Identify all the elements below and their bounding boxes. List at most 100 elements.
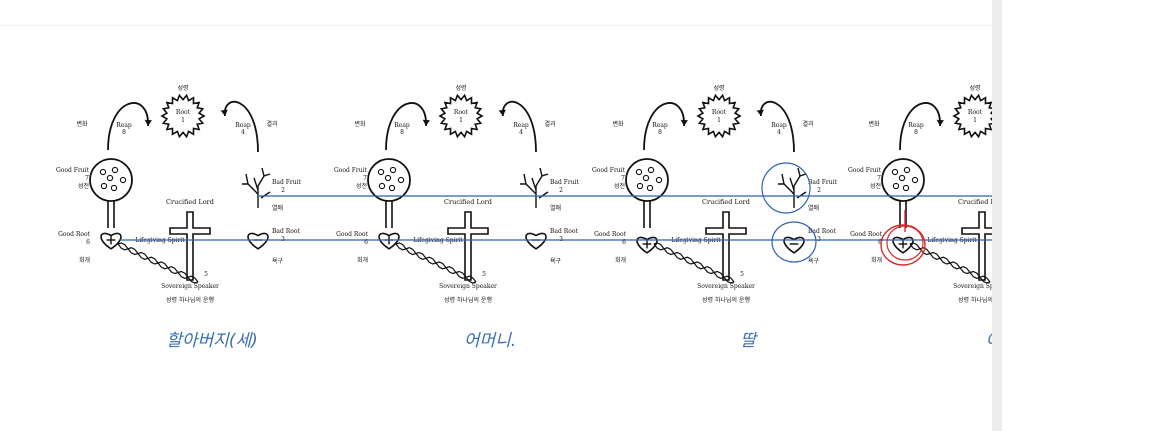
cross: [961, 211, 992, 281]
good-root-label: Good Root: [336, 231, 369, 238]
red-circle-good-root: [880, 224, 926, 266]
left-curve-arrow: [107, 102, 149, 151]
dna-helix-2: [117, 242, 199, 284]
fruit-3: [397, 176, 405, 184]
left-curve-arrow-head: [680, 119, 688, 126]
bottom-ko-label: 성령 하나님의 운행: [702, 296, 750, 304]
fruit-6: [898, 174, 906, 182]
handwritten-caption: 딸: [740, 331, 758, 351]
handwritten-caption: 아들.: [986, 331, 992, 351]
bad-fruit-tree: [778, 167, 807, 208]
sovereign-label: Sovereign Speaker: [439, 283, 497, 290]
root-label-ko: 성령: [713, 84, 724, 92]
fruit-2: [111, 166, 119, 174]
left-reap-label: Reap: [116, 122, 132, 129]
sovereign-label: Sovereign Speaker: [953, 283, 992, 290]
fruit-6: [384, 174, 392, 182]
right-curve-label-ko: 결과: [802, 120, 814, 128]
root-name: Root: [968, 109, 983, 116]
cross: [705, 211, 747, 281]
cross: [447, 211, 489, 281]
root-label-ko: 성령: [969, 84, 980, 92]
bad-fruit-tree: [520, 167, 549, 208]
sovereign-number: 5: [482, 271, 486, 278]
left-curve-arrow-head: [422, 119, 430, 126]
right-reap-number: 4: [777, 129, 781, 136]
fruit-1: [99, 168, 107, 176]
right-curve-arrow: [502, 100, 537, 153]
fruit-3: [119, 176, 127, 184]
fruit-4: [892, 182, 900, 190]
fruit-5: [388, 184, 396, 192]
fruit-1: [891, 168, 899, 176]
right-curve-arrow-head: [498, 109, 506, 116]
cross: [169, 211, 211, 281]
good-fruit-ko: 성전: [614, 182, 625, 190]
fruit-5: [902, 184, 910, 192]
right-reap-number: 4: [241, 129, 245, 136]
bottom-ko-label: 성령 하나님의 운행: [166, 296, 214, 304]
cross-label: Crucified Lord: [444, 198, 492, 206]
good-fruit-number: 7: [621, 175, 625, 182]
left-reap-number: 8: [400, 129, 404, 136]
fruit-2: [389, 166, 397, 174]
left-reap-label: Reap: [908, 122, 924, 129]
vertical-scrollbar[interactable]: [992, 0, 1002, 431]
bad-root-label: Bad Root: [272, 228, 300, 235]
bad-root-ko: 욕구: [808, 258, 820, 265]
handwritten-caption: 할아버지(세): [166, 331, 257, 351]
left-curve-arrow-head: [144, 119, 152, 126]
bad-fruit-tree: [242, 167, 271, 208]
fruit-1: [377, 168, 385, 176]
handwritten-caption: 어머니.: [464, 331, 516, 351]
dna-helix-2: [653, 242, 735, 284]
right-reap-number: 4: [519, 129, 523, 136]
root-number: 1: [717, 117, 721, 124]
fruit-5: [110, 184, 118, 192]
dna-helix-2: [395, 242, 477, 284]
bad-fruit-number: 2: [817, 187, 821, 194]
right-curve-arrow: [760, 100, 795, 153]
left-curve-label-ko: 변화: [612, 120, 624, 128]
fruit-3: [911, 176, 919, 184]
good-fruit-label: Good Fruit: [56, 167, 90, 174]
bad-root-heart: [247, 232, 269, 250]
left-reap-number: 8: [658, 129, 662, 136]
fruit-2: [647, 166, 655, 174]
sovereign-label: Sovereign Speaker: [697, 283, 755, 290]
right-curve-arrow-head: [756, 109, 764, 116]
cross-label: Crucified Lord: [958, 198, 992, 206]
good-fruit-ko: 성전: [78, 182, 89, 190]
root-sun: [438, 93, 484, 139]
good-root-number: 6: [86, 239, 90, 246]
fruit-4: [378, 182, 386, 190]
bad-root-ko: 욕구: [550, 258, 562, 265]
good-root-ko: 회개: [871, 256, 882, 264]
left-curve-label-ko: 변화: [76, 120, 88, 128]
left-curve-arrow: [385, 102, 427, 151]
root-name: Root: [176, 109, 191, 116]
root-number: 1: [973, 117, 977, 124]
bad-fruit-ko: 열매: [550, 204, 561, 212]
good-fruit-label: Good Fruit: [848, 167, 882, 174]
top-divider: [0, 25, 992, 26]
root-name: Root: [454, 109, 469, 116]
fruit-6: [106, 174, 114, 182]
bottom-ko-label: 성령 하나님의 운행: [958, 296, 992, 304]
good-fruit-number: 7: [877, 175, 881, 182]
good-fruit-label: Good Fruit: [592, 167, 626, 174]
good-fruit-ko: 성전: [870, 182, 881, 190]
good-fruit-ko: 성전: [356, 182, 367, 190]
blue-circle-bad-fruit-3: [761, 162, 811, 214]
bad-fruit-label: Bad Fruit: [550, 179, 580, 186]
left-reap-number: 8: [122, 129, 126, 136]
bad-fruit-ko: 열매: [808, 204, 819, 212]
left-reap-label: Reap: [394, 122, 410, 129]
good-root-label: Good Root: [850, 231, 883, 238]
